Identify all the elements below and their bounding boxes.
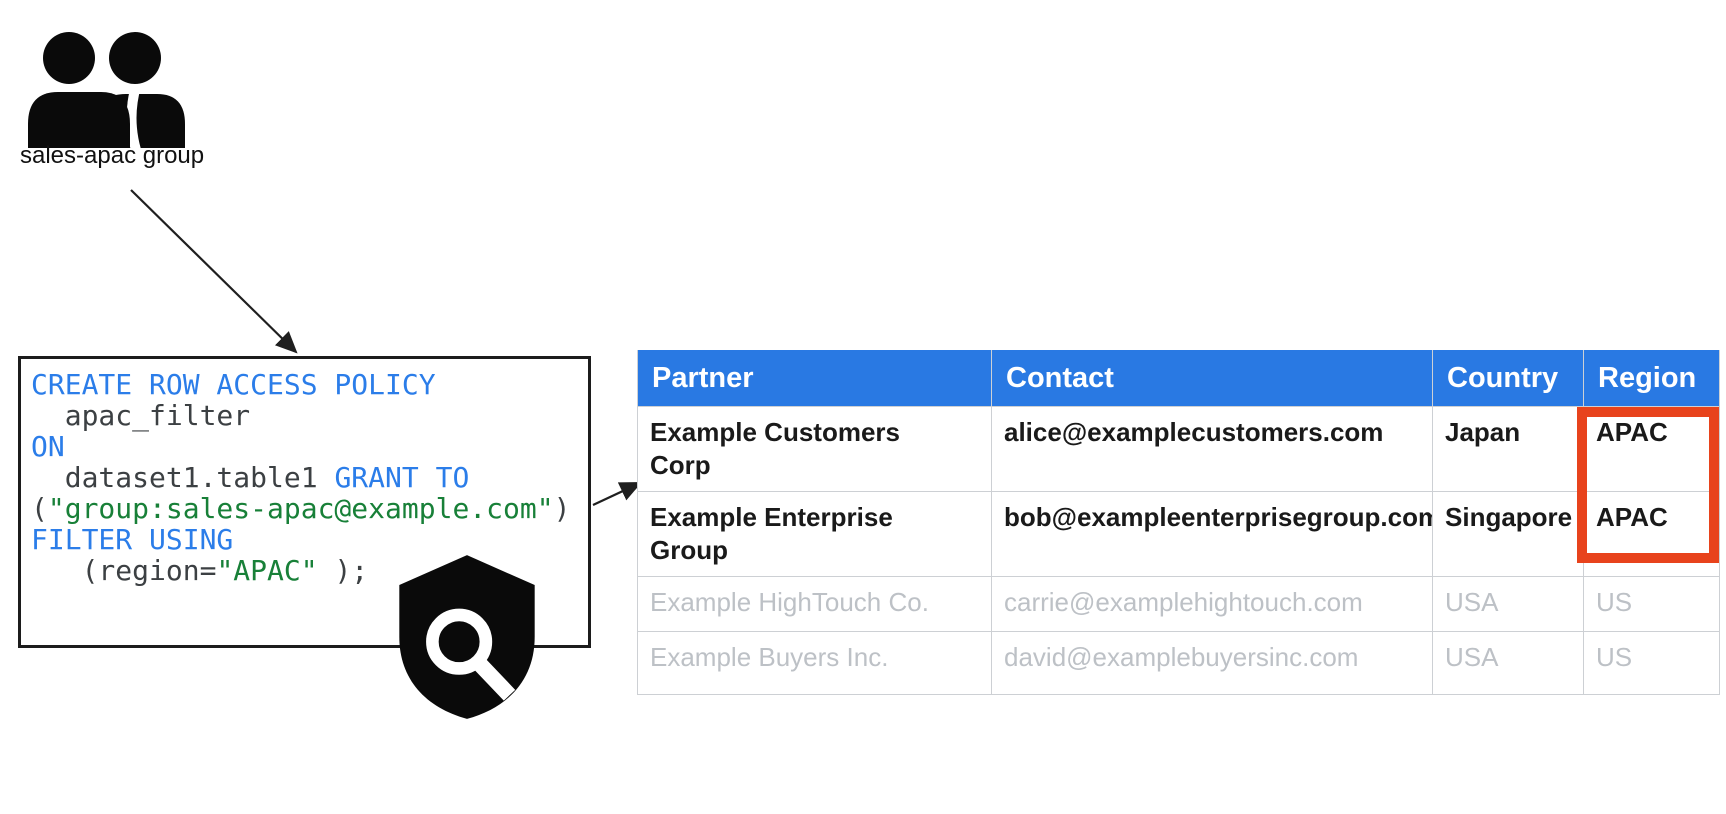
cell-region: US [1583, 631, 1720, 695]
code-line: dataset1.table1 GRANT TO [31, 462, 578, 493]
code-token: apac_filter [31, 399, 251, 432]
cell-region: APAC [1583, 491, 1720, 577]
shield-search-icon [388, 552, 546, 722]
code-token: ON [31, 430, 65, 463]
code-line: (region="APAC" ); [31, 555, 578, 586]
cell-contact: alice@examplecustomers.com [991, 406, 1433, 492]
code-token: ); [317, 554, 369, 587]
code-token: GRANT TO [334, 461, 470, 494]
code-line: apac_filter [31, 400, 578, 431]
code-token: FILTER USING [31, 523, 234, 556]
cell-partner: Example HighTouch Co. [637, 576, 992, 632]
cell-contact: bob@exampleenterprisegroup.com [991, 491, 1433, 577]
cell-country: USA [1432, 576, 1584, 632]
column-header-country: Country [1432, 350, 1584, 407]
cell-partner: Example Enterprise Group [637, 491, 992, 577]
code-token: "group:sales-apac@example.com" [47, 492, 554, 525]
table-row: Example HighTouch Co.carrie@examplehight… [637, 576, 1720, 632]
arrow-group-to-policy [130, 189, 298, 354]
cell-country: Japan [1432, 406, 1584, 492]
cell-region: US [1583, 576, 1720, 632]
column-header-region: Region [1583, 350, 1720, 407]
code-line: CREATE ROW ACCESS POLICY [31, 369, 578, 400]
table-row: Example Buyers Inc.david@examplebuyersin… [637, 631, 1720, 695]
code-token: dataset1.table1 [31, 461, 335, 494]
partners-table: Partner Contact Country Region Example C… [637, 350, 1720, 695]
cell-contact: david@examplebuyersinc.com [991, 631, 1433, 695]
code-token: (region= [31, 554, 217, 587]
group-label: sales-apac group [20, 142, 205, 169]
code-token: ) [553, 492, 571, 525]
code-token: CREATE ROW ACCESS POLICY [31, 368, 436, 401]
code-line: FILTER USING [31, 524, 578, 555]
cell-country: Singapore [1432, 491, 1584, 577]
column-header-contact: Contact [991, 350, 1433, 407]
cell-partner: Example Customers Corp [637, 406, 992, 492]
cell-contact: carrie@examplehightouch.com [991, 576, 1433, 632]
people-group-icon [22, 30, 187, 152]
column-header-partner: Partner [637, 350, 992, 407]
code-line: ON [31, 431, 578, 462]
cell-partner: Example Buyers Inc. [637, 631, 992, 695]
cell-region: APAC [1583, 406, 1720, 492]
cell-country: USA [1432, 631, 1584, 695]
code-line: ("group:sales-apac@example.com") [31, 493, 578, 524]
arrow-policy-to-table [592, 482, 642, 506]
table-header-row: Partner Contact Country Region [637, 350, 1720, 407]
code-token: "APAC" [216, 554, 318, 587]
code-token: ( [31, 492, 48, 525]
